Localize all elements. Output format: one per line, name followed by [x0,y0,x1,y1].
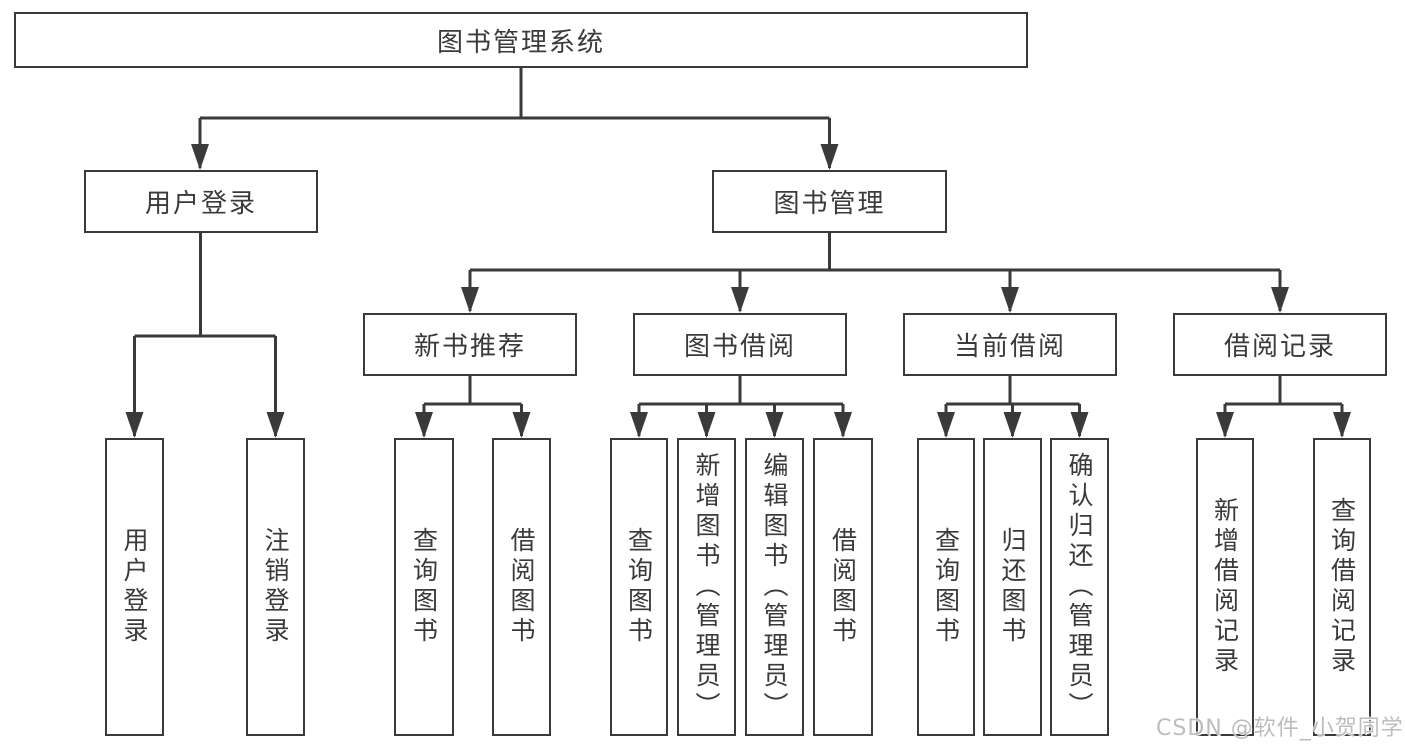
node-leaf-cb-confirm-return: 确认归还（管理员） [1050,438,1109,736]
node-leaf-bb-edit-book: 编辑图书（管理员） [745,438,804,736]
node-root: 图书管理系统 [14,12,1028,68]
node-new-book-recommend: 新书推荐 [363,313,577,376]
node-leaf-bb-query-book: 查询图书 [610,438,668,736]
node-leaf-logout: 注销登录 [246,438,305,736]
node-leaf-br-add-record: 新增借阅记录 [1196,438,1254,736]
node-leaf-user-login: 用户登录 [105,438,164,736]
node-leaf-rec-borrow-book: 借阅图书 [492,438,551,736]
node-leaf-rec-query-book: 查询图书 [394,438,454,736]
node-user-login: 用户登录 [84,170,318,233]
node-borrow-record: 借阅记录 [1173,313,1387,376]
node-leaf-cb-return-book: 归还图书 [983,438,1042,736]
csdn-watermark: CSDN @软件_小贺同学 [1156,716,1404,741]
node-current-borrow: 当前借阅 [903,313,1117,376]
node-leaf-bb-add-book: 新增图书（管理员） [677,438,736,736]
connector-strokes [133,68,1344,436]
node-book-management: 图书管理 [712,170,947,233]
connector-arrowheads [125,144,1351,438]
node-leaf-cb-query-book: 查询图书 [917,438,975,736]
node-leaf-br-query-record: 查询借阅记录 [1313,438,1371,736]
node-book-borrow: 图书借阅 [633,313,847,376]
node-leaf-bb-borrow-book: 借阅图书 [813,438,873,736]
